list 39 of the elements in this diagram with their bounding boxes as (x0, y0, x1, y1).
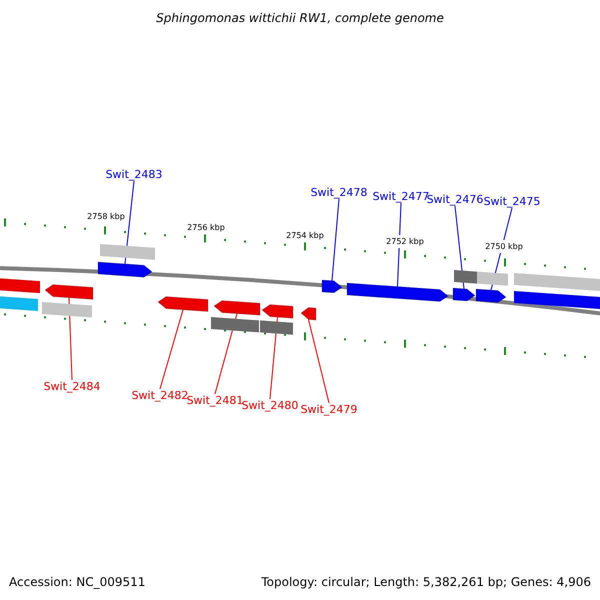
gene-feature (214, 300, 260, 316)
gene-feature (0, 278, 40, 294)
gene-label: Swit_2484 (44, 380, 100, 393)
leader-line (308, 319, 330, 404)
gene-label: Swit_2478 (310, 186, 368, 199)
scale-label: 2756 kbp (187, 221, 225, 234)
gene-feature (98, 262, 152, 278)
leader-line (454, 206, 464, 290)
gene-feature (0, 296, 38, 311)
gene-feature (514, 273, 600, 292)
genome-summary: Topology: circular; Length: 5,382,261 bp; Genes: 4,906 (261, 576, 591, 589)
leader-line (160, 309, 184, 390)
gene-feature (158, 296, 208, 312)
gene-feature (100, 244, 155, 260)
gene-feature (322, 280, 342, 294)
accession-text: Accession: NC_009511 (9, 576, 146, 589)
gene-feature (476, 288, 506, 303)
gene-label: Swit_2483 (106, 168, 162, 181)
scale-label: 2758 kbp (87, 210, 125, 223)
scale-label: 2754 kbp (286, 229, 324, 242)
gene-feature (300, 307, 316, 320)
gene-feature (454, 270, 508, 286)
scale-label: 2750 kbp (485, 240, 523, 253)
gene-label: Swit_2477 (372, 190, 430, 203)
gene-feature (262, 304, 294, 319)
scale-label: 2752 kbp (386, 235, 424, 248)
gene-feature (42, 302, 92, 318)
gene-feature (346, 282, 448, 302)
gene-feature (452, 288, 476, 302)
gene-label: Swit_2482 (132, 389, 188, 402)
gene-label: Swit_2481 (186, 394, 244, 407)
gene-feature (514, 291, 600, 310)
gene-feature (44, 284, 94, 300)
gene-feature (211, 317, 293, 335)
leader-line (332, 198, 340, 282)
gene-label: Swit_2480 (242, 399, 298, 412)
gene-label: Swit_2479 (300, 403, 358, 416)
gene-label: Swit_2475 (484, 195, 540, 208)
title: Sphingomonas wittichii RW1, complete genome (156, 12, 444, 25)
